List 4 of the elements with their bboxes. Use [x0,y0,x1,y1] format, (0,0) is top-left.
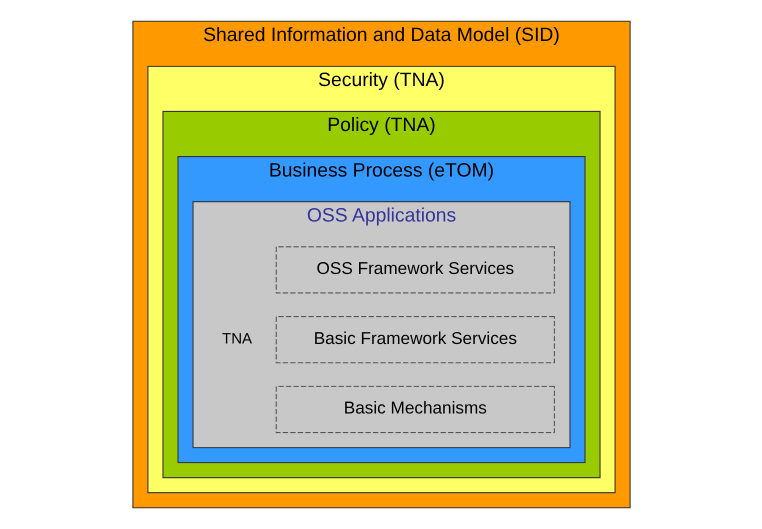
node-box: OSS Framework Services [275,246,554,294]
node-box: Basic Framework Services [275,316,554,364]
node-box: Basic Mechanisms [275,386,554,434]
label: TNA [222,330,252,348]
